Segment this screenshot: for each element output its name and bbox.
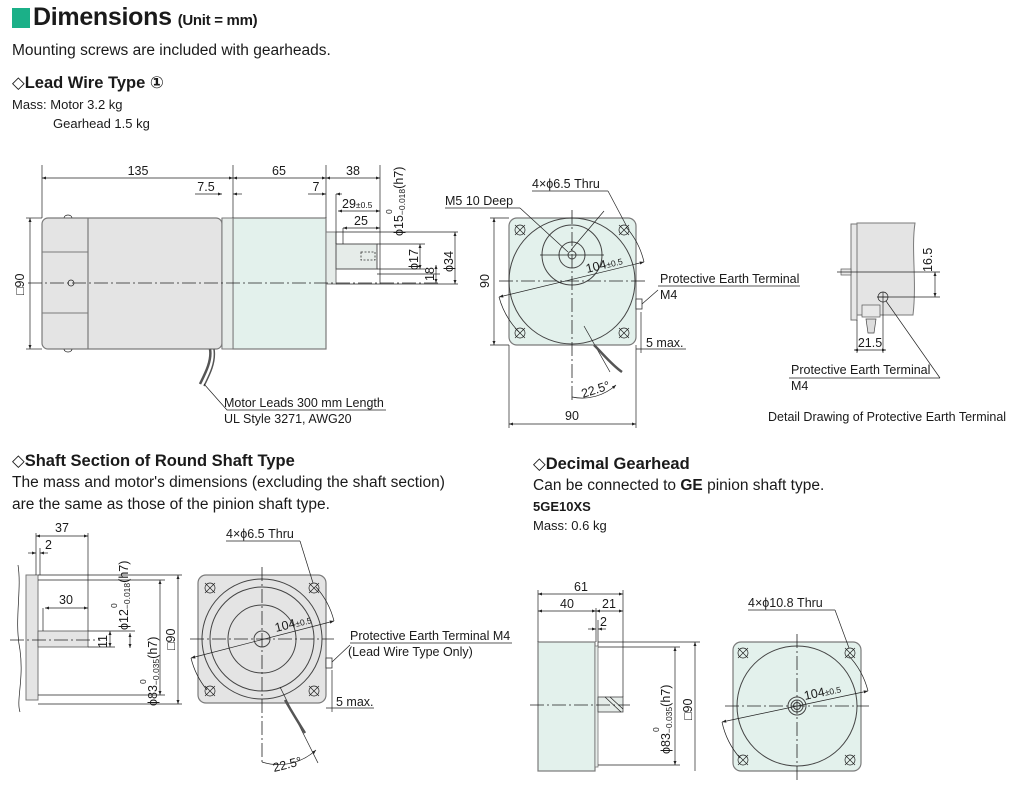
dim-90-horizontal: 90 — [565, 409, 579, 423]
detail-caption: Detail Drawing of Protective Earth Termi… — [768, 410, 1006, 424]
svg-text:ϕ12−0.018(h7): ϕ12−0.018(h7) — [117, 561, 132, 630]
title-text: Dimensions — [33, 3, 172, 31]
dim-phi34: ϕ34 — [442, 251, 456, 272]
dim-phi83: ϕ83−0.035(h7) 0 — [651, 685, 674, 754]
lead-wire-mass-motor: Mass: Motor 3.2 kg — [12, 97, 123, 112]
holes-label: 4×ϕ6.5 Thru — [532, 177, 600, 191]
detail-pe-label: Protective Earth Terminal — [791, 363, 930, 377]
dim-phi15: ϕ15−0.018(h7) 0 — [384, 167, 407, 236]
dim-11: 11 — [96, 635, 110, 648]
svg-text:0: 0 — [138, 679, 148, 684]
svg-text:0: 0 — [651, 727, 661, 732]
dim-phi17: ϕ17 — [407, 249, 421, 270]
leads-label-1: Motor Leads 300 mm Length — [224, 396, 384, 410]
dim-sq90: □90 — [13, 273, 27, 295]
dim-phi83: ϕ83−0.035(h7) 0 — [138, 637, 161, 706]
lead-wire-side-view: 135 65 38 7.5 7 29±0.5 25 ϕ15−0.018(h7) … — [13, 164, 458, 426]
round-shaft-heading: ◇Shaft Section of Round Shaft Type — [12, 452, 295, 470]
angle-label: 22.5° — [271, 754, 303, 775]
pe-size-label: M4 — [660, 288, 677, 302]
dim-2: 2 — [600, 615, 607, 629]
pe-terminal-label: Protective Earth Terminal M4 — [350, 629, 510, 643]
pe-terminal-label: Protective Earth Terminal — [660, 272, 799, 286]
desc-prefix: Can be connected to — [533, 477, 681, 494]
dim-2: 2 — [45, 538, 52, 552]
decimal-gearhead-model: 5GE10XS — [533, 499, 591, 514]
dim-16-5: 16.5 — [921, 248, 935, 272]
dim-65: 65 — [272, 164, 286, 178]
detail-pe-size: M4 — [791, 379, 808, 393]
round-shaft-desc-2: are the same as those of the pinion shaf… — [12, 496, 330, 513]
intro-text: Mounting screws are included with gearhe… — [12, 42, 331, 59]
dim-37: 37 — [55, 521, 69, 535]
dim-21-5: 21.5 — [858, 336, 882, 350]
decimal-gearhead-front-view: 4×ϕ10.8 Thru 104±0.5 — [721, 596, 869, 782]
dim-sq90: □90 — [164, 628, 178, 650]
dim-18: 18 — [423, 267, 437, 281]
dim-21: 21 — [602, 597, 616, 611]
pcd-label: 104±0.5 — [273, 612, 313, 635]
lead-wire-heading: ◇Lead Wire Type ① — [12, 74, 164, 92]
dim-phi12: ϕ12−0.018(h7) 0 — [109, 561, 132, 630]
decimal-gearhead-desc: Can be connected to GE pinion shaft type… — [533, 477, 824, 495]
dim-sq90: □90 — [681, 698, 695, 720]
title-accent-square — [12, 8, 30, 28]
unit-note: (Unit = mm) — [177, 12, 258, 29]
lead-wire-front-view: 4×ϕ6.5 Thru M5 10 Deep 104±0.5 Protectiv… — [445, 177, 800, 428]
dim-61: 61 — [574, 580, 588, 594]
lead-wire-mass-gearhead: Gearhead 1.5 kg — [53, 116, 150, 131]
desc-suffix: pinion shaft type. — [702, 477, 825, 494]
leads-leader-line — [203, 383, 386, 411]
pcd-label: 104±0.5 — [584, 253, 624, 276]
gearhead-body — [232, 217, 327, 350]
holes-label: 4×ϕ6.5 Thru — [226, 527, 294, 541]
pcd-label: 104±0.5 — [803, 681, 843, 703]
decimal-gearhead-heading: ◇Decimal Gearhead — [533, 455, 690, 473]
five-max-label: 5 max. — [336, 695, 374, 709]
pe-note-label: (Lead Wire Type Only) — [348, 645, 473, 659]
round-shaft-desc-1: The mass and motor's dimensions (excludi… — [12, 474, 445, 491]
dim-90-vertical: 90 — [478, 274, 492, 288]
desc-bold: GE — [680, 477, 703, 494]
tap-label: M5 10 Deep — [445, 194, 513, 208]
five-max-label: 5 max. — [646, 336, 684, 350]
decimal-gearhead-side-view: 61 40 21 2 ϕ83−0.035(h7) 0 □90 — [530, 580, 700, 772]
decimal-gearhead-body — [537, 641, 596, 772]
dim-29: 29±0.5 — [342, 197, 373, 211]
dim-38: 38 — [346, 164, 360, 178]
svg-text:0: 0 — [384, 209, 394, 214]
dim-25: 25 — [354, 214, 368, 228]
motor-body — [41, 217, 223, 350]
round-shaft — [37, 630, 89, 648]
dim-30: 30 — [59, 593, 73, 607]
svg-text:ϕ15−0.018(h7): ϕ15−0.018(h7) — [392, 167, 407, 236]
dim-135: 135 — [128, 164, 149, 178]
dim-7: 7 — [313, 180, 320, 194]
angle-label: 22.5° — [580, 378, 612, 400]
svg-text:0: 0 — [109, 603, 119, 608]
svg-text:ϕ83−0.035(h7): ϕ83−0.035(h7) — [146, 637, 161, 706]
pe-terminal-icon — [635, 298, 643, 310]
pe-detail-view: 16.5 21.5 Protective Earth Terminal M4 D… — [768, 222, 1006, 424]
page-title: Dimensions (Unit = mm) — [33, 3, 258, 32]
holes-label: 4×ϕ10.8 Thru — [748, 596, 823, 610]
leads-label-2: UL Style 3271, AWG20 — [224, 412, 352, 426]
dim-40: 40 — [560, 597, 574, 611]
pe-terminal-icon — [325, 657, 333, 669]
round-shaft-side-view: 37 2 30 11 ϕ12−0.018(h7) 0 ϕ83−0.035(h7)… — [10, 521, 182, 713]
decimal-gearhead-mass: Mass: 0.6 kg — [533, 518, 607, 533]
mounting-holes — [514, 224, 630, 339]
svg-text:ϕ83−0.035(h7): ϕ83−0.035(h7) — [659, 685, 674, 754]
round-shaft-front-view: 4×ϕ6.5 Thru 104±0.5 Protective Earth Ter… — [190, 527, 512, 775]
dim-7-5: 7.5 — [197, 180, 214, 194]
output-shaft — [335, 243, 378, 270]
